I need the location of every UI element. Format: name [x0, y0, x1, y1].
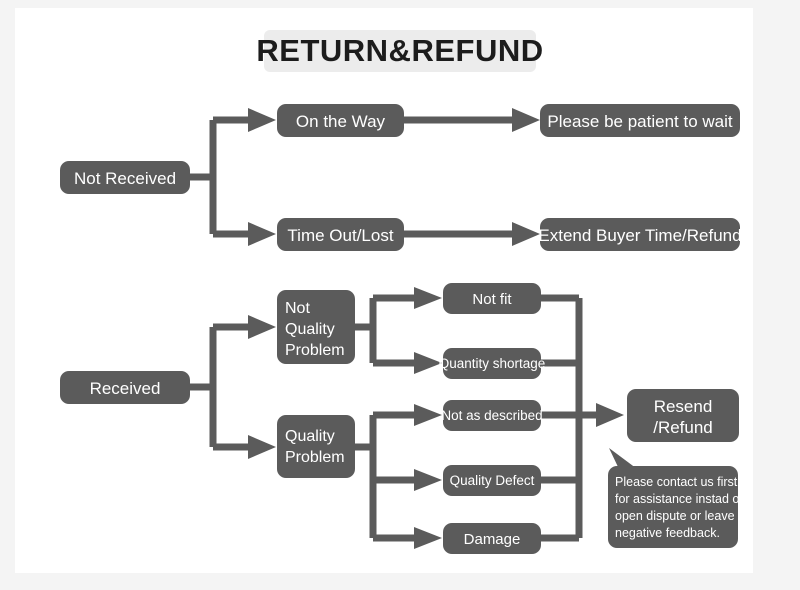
callout-note-body [608, 466, 738, 548]
node-not-quality-problem-line1: Not [285, 300, 310, 317]
callout-note-line1: Please contact us first [615, 475, 738, 489]
node-resend-refund-rect[interactable] [627, 389, 739, 442]
node-quantity-shortage-label: Quantity shortage [439, 356, 546, 371]
node-not-as-described[interactable]: Not as described [441, 400, 543, 431]
arrow-head-quality-problem [248, 435, 276, 459]
node-quality-problem[interactable]: Quality Problem [277, 415, 355, 478]
callout-note-line4: negative feedback. [615, 526, 720, 540]
node-time-out-lost-rect[interactable] [277, 218, 404, 251]
arrow-head-not-quality-problem [248, 315, 276, 339]
connector-quality-split [354, 404, 442, 549]
node-on-the-way-rect[interactable] [277, 104, 404, 137]
connector-not-received-split [190, 108, 276, 246]
node-received-rect[interactable] [60, 371, 190, 404]
node-please-be-patient[interactable]: Please be patient to wait [540, 104, 740, 137]
node-on-the-way[interactable]: On the Way [277, 104, 404, 137]
arrow-head-quantity-shortage [414, 352, 442, 374]
arrow-head-please-wait [512, 108, 540, 132]
node-not-fit[interactable]: Not fit [443, 283, 541, 314]
node-please-be-patient-rect[interactable] [540, 104, 740, 137]
arrow-head-not-as-described [414, 404, 442, 426]
connector-issues-merge-bus [541, 294, 624, 542]
node-resend-refund[interactable]: Resend /Refund [627, 389, 739, 442]
node-not-received-rect[interactable] [60, 161, 190, 194]
callout-note-line2: for assistance instad of [615, 492, 743, 506]
node-resend-refund-line1: Resend [654, 397, 713, 416]
node-not-fit-rect[interactable] [443, 283, 541, 314]
node-not-quality-problem-line2: Quality [285, 321, 335, 338]
node-resend-refund-line2: /Refund [653, 418, 713, 437]
arrow-head-resend-refund [596, 403, 624, 427]
callout-note-line3: open dispute or leave [615, 509, 735, 523]
connector-received-split [190, 315, 276, 459]
node-time-out-lost-label: Time Out/Lost [287, 226, 393, 245]
arrow-head-quality-defect [414, 469, 442, 491]
node-damage-rect[interactable] [443, 523, 541, 554]
node-please-be-patient-label: Please be patient to wait [547, 112, 733, 131]
node-quality-defect-label: Quality Defect [450, 473, 535, 488]
node-on-the-way-label: On the Way [296, 112, 386, 131]
arrow-head-not-fit [414, 287, 442, 309]
node-not-as-described-label: Not as described [441, 408, 542, 423]
arrow-head-damage [414, 527, 442, 549]
node-extend-buyer-time-refund[interactable]: Extend Buyer Time/Refund [538, 218, 742, 251]
node-not-received[interactable]: Not Received [60, 161, 190, 194]
node-quality-problem-rect[interactable] [277, 415, 355, 478]
arrow-head-on-the-way [248, 108, 276, 132]
connector-not-quality-split [354, 287, 442, 374]
node-quantity-shortage[interactable]: Quantity shortage [439, 348, 546, 379]
node-received[interactable]: Received [60, 371, 190, 404]
node-damage[interactable]: Damage [443, 523, 541, 554]
page-title-background [264, 30, 536, 72]
callout-note: Please contact us first for assistance i… [608, 448, 743, 548]
page-title-label: RETURN&REFUND [256, 33, 543, 68]
node-quality-problem-line1: Quality [285, 428, 335, 445]
node-not-as-described-rect[interactable] [443, 400, 541, 431]
node-not-quality-problem[interactable]: Not Quality Problem [277, 290, 355, 364]
arrow-head-extend-buyer [512, 222, 540, 246]
node-quality-defect-rect[interactable] [443, 465, 541, 496]
connector-on-the-way-outcome [404, 108, 540, 132]
connector-time-out-outcome [404, 222, 540, 246]
node-not-received-label: Not Received [74, 169, 176, 188]
node-extend-buyer-time-refund-rect[interactable] [540, 218, 740, 251]
page-title: RETURN&REFUND [256, 30, 543, 72]
node-damage-label: Damage [464, 531, 521, 548]
node-extend-buyer-time-refund-label: Extend Buyer Time/Refund [538, 226, 741, 245]
node-quality-problem-line2: Problem [285, 449, 345, 466]
arrow-head-time-out [248, 222, 276, 246]
node-not-quality-problem-rect[interactable] [277, 290, 355, 364]
node-not-quality-problem-line3: Problem [285, 342, 345, 359]
node-time-out-lost[interactable]: Time Out/Lost [277, 218, 404, 251]
node-received-label: Received [90, 379, 161, 398]
node-quantity-shortage-rect[interactable] [443, 348, 541, 379]
node-quality-defect[interactable]: Quality Defect [443, 465, 541, 496]
node-not-fit-label: Not fit [472, 291, 512, 308]
